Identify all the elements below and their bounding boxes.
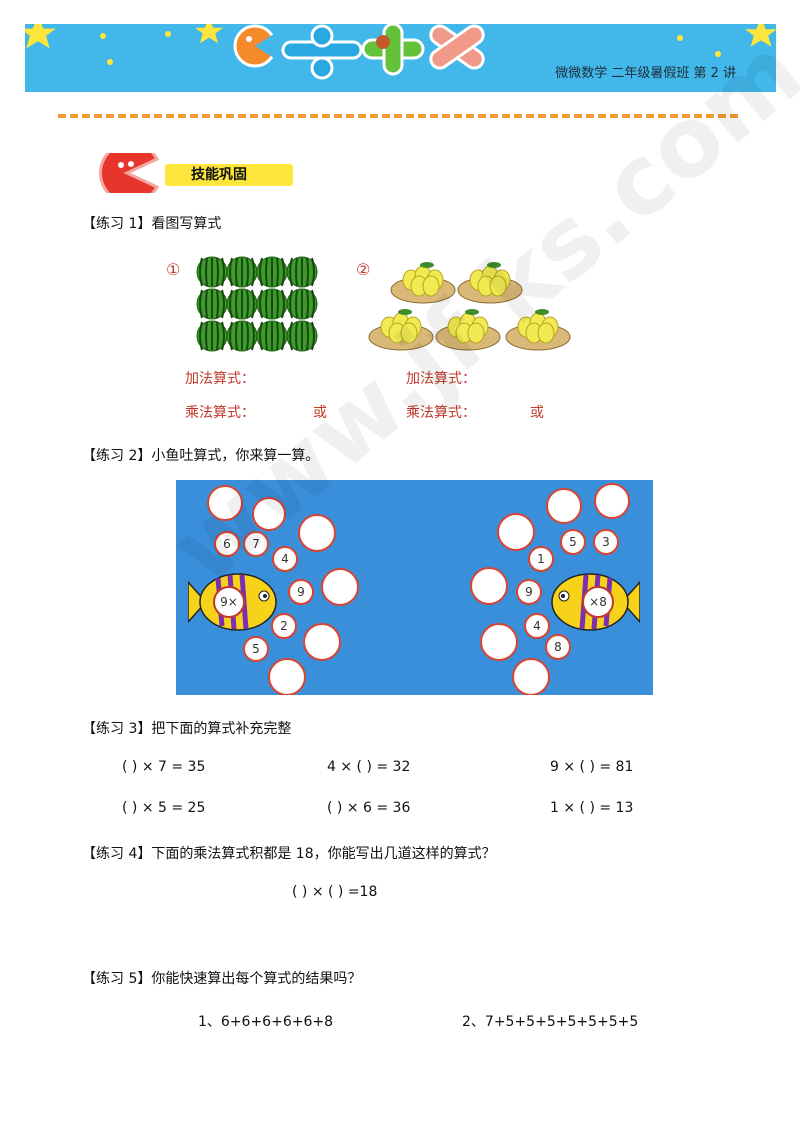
pear-basket-icon: [505, 309, 571, 351]
answer-bubble[interactable]: [546, 488, 582, 524]
watermelon-icon: [256, 256, 288, 288]
pear-basket-icon: [457, 262, 523, 304]
ex3-label: 【练习 3】把下面的算式补充完整: [82, 721, 292, 737]
watermelon-icon: [286, 320, 318, 352]
watermelon-icon: [286, 288, 318, 320]
answer-bubble[interactable]: [268, 658, 306, 695]
header-banner: 微微数学 二年级暑假班 第 2 讲: [25, 24, 776, 92]
number-bubble: 4: [272, 546, 298, 572]
right-fish-label: ×8: [582, 586, 614, 618]
number-bubble: 8: [545, 634, 571, 660]
ex1-marker-2: ②: [356, 260, 371, 279]
divider: [58, 114, 738, 118]
number-bubble: 9: [288, 579, 314, 605]
section-header: 技能巩固: [95, 153, 295, 193]
number-bubble: 1: [528, 546, 554, 572]
ex4-label: 【练习 4】下面的乘法算式积都是 18，你能写出几道这样的算式？: [82, 846, 496, 862]
watermelon-icon: [226, 288, 258, 320]
answer-bubble[interactable]: [298, 514, 336, 552]
left-fish-label: 9×: [213, 586, 245, 618]
number-bubble: 5: [560, 529, 586, 555]
answer-bubble[interactable]: [497, 513, 535, 551]
mul-label-2: 乘法算式：: [406, 405, 476, 421]
add-label-2: 加法算式：: [406, 371, 476, 387]
number-bubble: 4: [524, 613, 550, 639]
watermelon-icon: [226, 256, 258, 288]
or-1: 或: [313, 405, 327, 421]
watermelon-icon: [256, 320, 288, 352]
watermelon-icon: [196, 256, 228, 288]
ex5-label: 【练习 5】你能快速算出每个算式的结果吗？: [82, 971, 362, 987]
watermelon-icon: [226, 320, 258, 352]
number-bubble: 5: [243, 636, 269, 662]
fish-pond: 6 7 4 9 2 5 9× 5 3 1 9 4 8 ×8: [176, 480, 653, 695]
watermelon-grid: [196, 256, 318, 352]
ex3-eq-5: ( ) × 6 = 36: [327, 800, 411, 816]
minus-icon: [281, 24, 363, 80]
number-bubble: 6: [214, 531, 240, 557]
or-2: 或: [530, 405, 544, 421]
answer-bubble[interactable]: [470, 567, 508, 605]
mul-label-1: 乘法算式：: [185, 405, 255, 421]
answer-bubble[interactable]: [512, 658, 550, 695]
ex3-eq-6: 1 × ( ) = 13: [550, 800, 634, 816]
answer-bubble[interactable]: [252, 497, 286, 531]
number-bubble: 9: [516, 579, 542, 605]
ex3-eq-1: ( ) × 7 = 35: [122, 759, 206, 775]
plus-icon: [233, 24, 277, 68]
add-label-1: 加法算式：: [185, 371, 255, 387]
watermelon-icon: [256, 288, 288, 320]
ex3-eq-4: ( ) × 5 = 25: [122, 800, 206, 816]
divide-icon: [429, 24, 485, 70]
course-title: 微微数学 二年级暑假班 第 2 讲: [555, 66, 736, 81]
ex5-item-2: 2、7+5+5+5+5+5+5+5: [462, 1014, 639, 1030]
ex1-marker-1: ①: [166, 260, 181, 279]
star-icon: [195, 24, 223, 44]
answer-bubble[interactable]: [303, 623, 341, 661]
pear-basket-icon: [368, 309, 434, 351]
ex5-item-1: 1、6+6+6+6+6+8: [198, 1014, 334, 1030]
ex2-label: 【练习 2】小鱼吐算式，你来算一算。: [82, 448, 320, 464]
number-bubble: 2: [271, 613, 297, 639]
number-bubble: 3: [593, 529, 619, 555]
answer-bubble[interactable]: [321, 568, 359, 606]
star-icon: [745, 24, 776, 47]
ex3-eq-2: 4 × ( ) = 32: [327, 759, 411, 775]
answer-bubble[interactable]: [480, 623, 518, 661]
pacman-icon: [99, 153, 160, 193]
answer-bubble[interactable]: [594, 483, 630, 519]
pear-basket-icon: [390, 262, 456, 304]
ex4-equation: ( ) × ( ) =18: [292, 884, 378, 900]
ex3-eq-3: 9 × ( ) = 81: [550, 759, 634, 775]
watermelon-icon: [196, 320, 228, 352]
number-bubble: 7: [243, 531, 269, 557]
section-title: 技能巩固: [165, 164, 293, 186]
watermelon-icon: [286, 256, 318, 288]
answer-bubble[interactable]: [207, 485, 243, 521]
ex1-label: 【练习 1】看图写算式: [82, 216, 222, 232]
pear-basket-icon: [435, 309, 501, 351]
star-icon: [25, 24, 57, 49]
header-decoration: [25, 24, 776, 80]
times-icon: [361, 24, 425, 76]
watermelon-icon: [196, 288, 228, 320]
pear-baskets: [368, 262, 571, 351]
